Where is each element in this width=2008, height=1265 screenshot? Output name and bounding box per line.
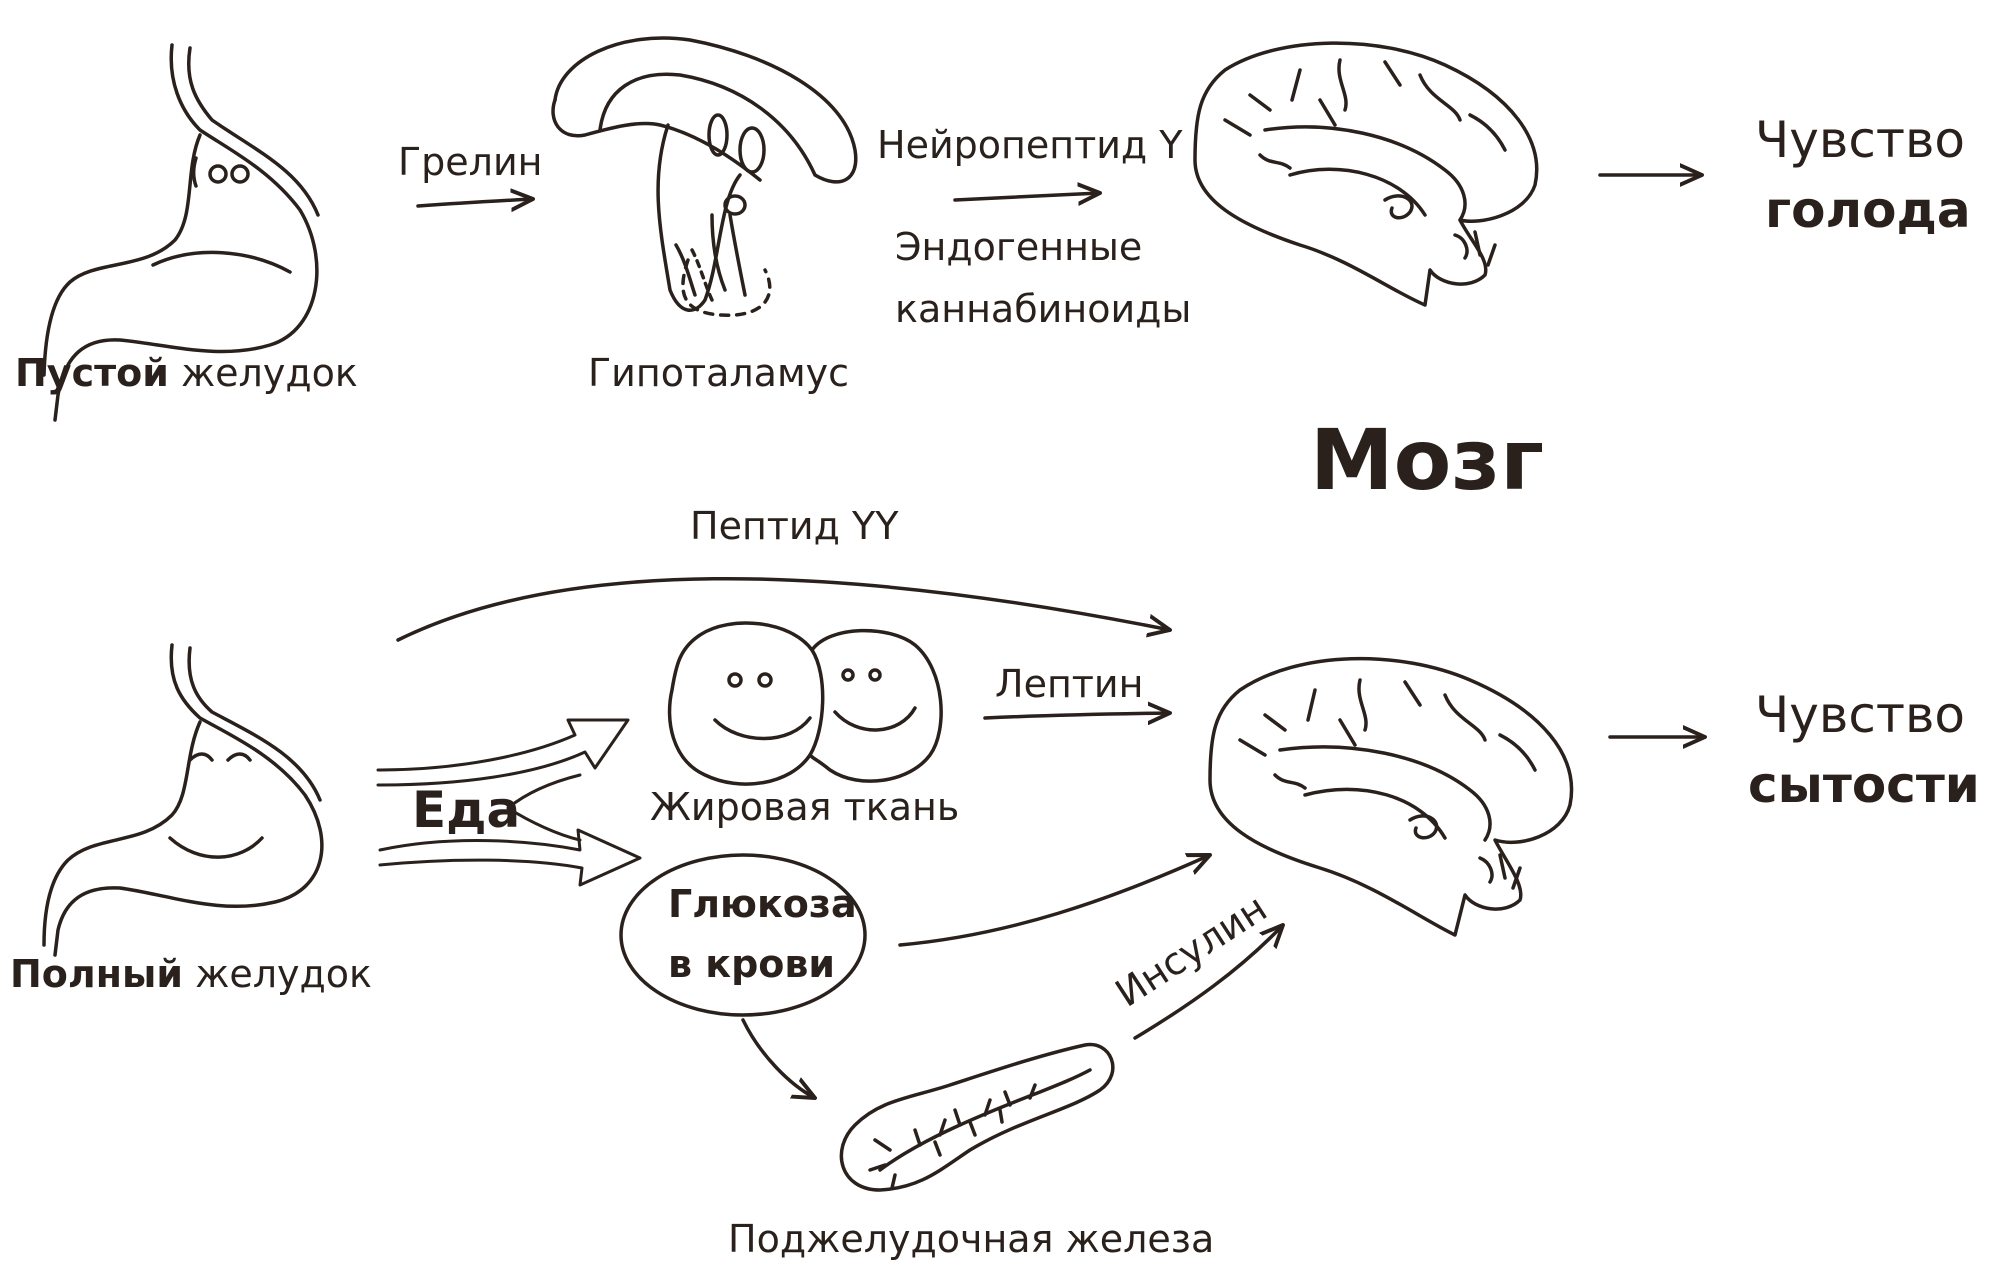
peptide-yy-label: Пептид YY [690,507,898,545]
hypothalamus-label: Гипоталамус [588,354,849,392]
npy-arrow [955,193,1100,200]
hunger-result-line1: Чувство [1755,115,1965,165]
glucose-pancreas-arrow [743,1020,815,1098]
leptin-label: Лептин [995,665,1143,703]
pancreas-label: Поджелудочная железа [728,1220,1214,1258]
glucose-ellipse [621,855,865,1015]
glucose-brain-arrow [900,855,1210,945]
leptin-arrow [985,713,1170,718]
pancreas-icon [841,1044,1112,1190]
glucose-label-1: Глюкоза [668,885,857,923]
brain-icon [1195,43,1537,305]
satiety-result-line2: сытости [1748,760,1980,810]
brain-bottom-icon [1210,659,1572,935]
hypothalamus-icon [553,38,856,315]
satiety-result-line1: Чувство [1755,690,1965,740]
brain-title: Мозг [1310,418,1544,502]
npy-label: Нейропептид Y [877,126,1182,164]
glucose-label-2: в крови [668,945,835,983]
endocannabinoids-label-2: каннабиноиды [895,290,1191,328]
fat-tissue-label: Жировая ткань [650,788,959,826]
ghrelin-arrow [418,199,533,206]
ghrelin-label: Грелин [398,143,543,181]
endocannabinoids-label-1: Эндогенные [895,228,1142,266]
full-stomach-label: Полный желудок [10,955,372,993]
stomach-full-icon [44,645,322,955]
fat-cells-icon [670,623,942,784]
hunger-result-line2: голода [1765,185,1971,235]
empty-stomach-label: Пустой желудок [15,354,358,392]
food-label: Еда [412,785,520,835]
